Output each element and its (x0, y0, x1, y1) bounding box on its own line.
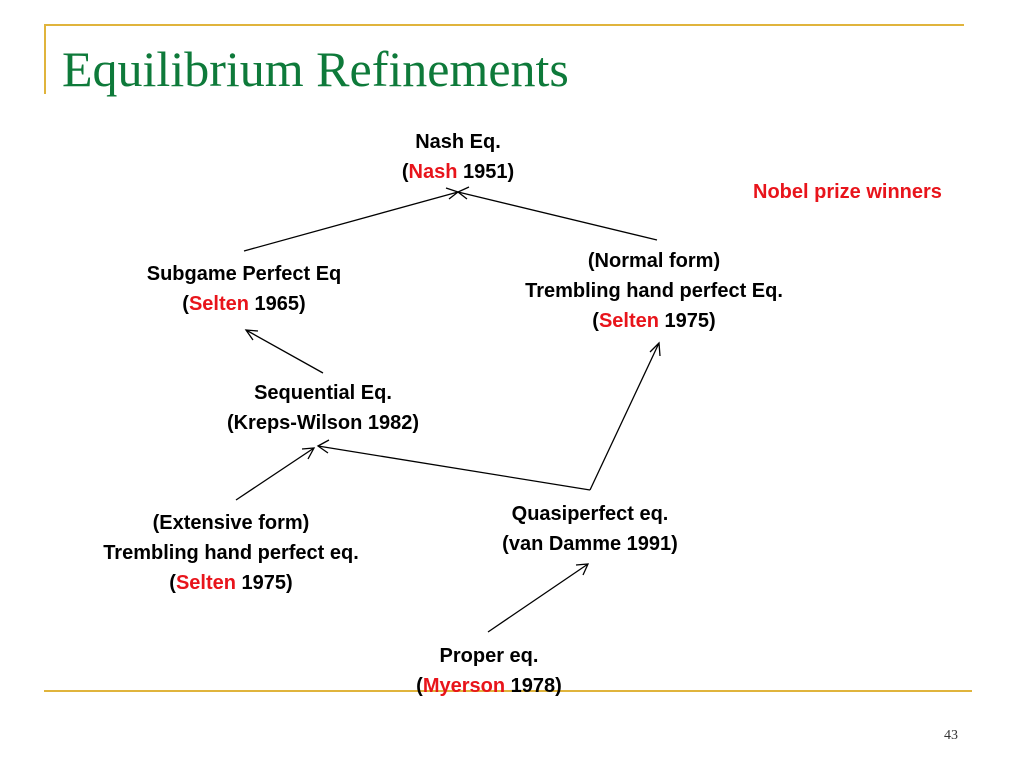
arrowhead-sequential-right (316, 439, 330, 454)
node-normal-citation: (Selten 1975) (592, 310, 716, 332)
arrowhead-quasiperfect (575, 563, 590, 576)
slide-title: Equilibrium Refinements (62, 41, 569, 97)
node-quasiperfect: Quasiperfect eq. (van Damme 1991) (502, 499, 678, 559)
node-normal-form: (Normal form) (587, 250, 721, 272)
node-subgame-name: Subgame Perfect Eq (146, 263, 342, 285)
node-sequential-citation: (Kreps-Wilson 1982) (226, 412, 420, 434)
proper-author: Myerson (422, 675, 506, 697)
node-sequential: Sequential Eq. (Kreps-Wilson 1982) (227, 378, 419, 438)
page-number: 43 (944, 728, 958, 743)
nobel-legend: Nobel prize winners (753, 181, 942, 203)
arrowhead-subgame (244, 329, 259, 341)
arrow-quasiperfect-to-normal (589, 342, 660, 491)
node-subgame-citation: (Selten 1965) (182, 293, 306, 315)
node-proper-name: Proper eq. (439, 645, 539, 667)
arrow-sequential-to-subgame (245, 329, 324, 374)
frame-left-line (44, 24, 46, 94)
subgame-author: Selten (188, 293, 249, 315)
arrowhead-sequential-left (301, 447, 316, 460)
arrow-proper-to-quasiperfect (487, 563, 589, 633)
node-nash-citation: (Nash 1951) (401, 161, 515, 183)
node-extensive-citation: (Selten 1975) (169, 572, 293, 594)
node-nash-name: Nash Eq. (415, 131, 501, 153)
node-quasiperfect-citation: (van Damme 1991) (502, 533, 678, 555)
node-extensive-form: (Extensive form) (152, 512, 310, 534)
node-sequential-name: Sequential Eq. (254, 382, 392, 404)
arrow-quasiperfect-to-sequential (317, 445, 591, 491)
node-nash: Nash Eq. (Nash 1951) (402, 127, 514, 187)
node-extensive-name: Trembling hand perfect eq. (103, 542, 359, 564)
node-proper: Proper eq. (Myerson 1978) (416, 641, 562, 701)
normal-author: Selten (598, 310, 659, 332)
arrowhead-nash (445, 186, 470, 200)
node-proper-citation: (Myerson 1978) (416, 675, 562, 697)
frame-top-line (44, 24, 964, 26)
node-subgame-perfect: Subgame Perfect Eq (Selten 1965) (147, 259, 342, 319)
frame-bottom-line (44, 690, 972, 692)
node-extensive-trembling-hand: (Extensive form) Trembling hand perfect … (103, 508, 359, 598)
arrowhead-normal (649, 341, 661, 357)
arrow-normal-to-nash (457, 191, 658, 241)
node-normal-name: Trembling hand perfect Eq. (525, 280, 783, 302)
arrow-extensive-to-sequential (235, 447, 315, 501)
extensive-author: Selten (175, 572, 236, 594)
node-quasiperfect-name: Quasiperfect eq. (511, 503, 669, 525)
node-normal-trembling-hand: (Normal form) Trembling hand perfect Eq.… (525, 246, 783, 336)
nash-author: Nash (408, 161, 458, 183)
arrow-subgame-to-nash (243, 191, 459, 252)
